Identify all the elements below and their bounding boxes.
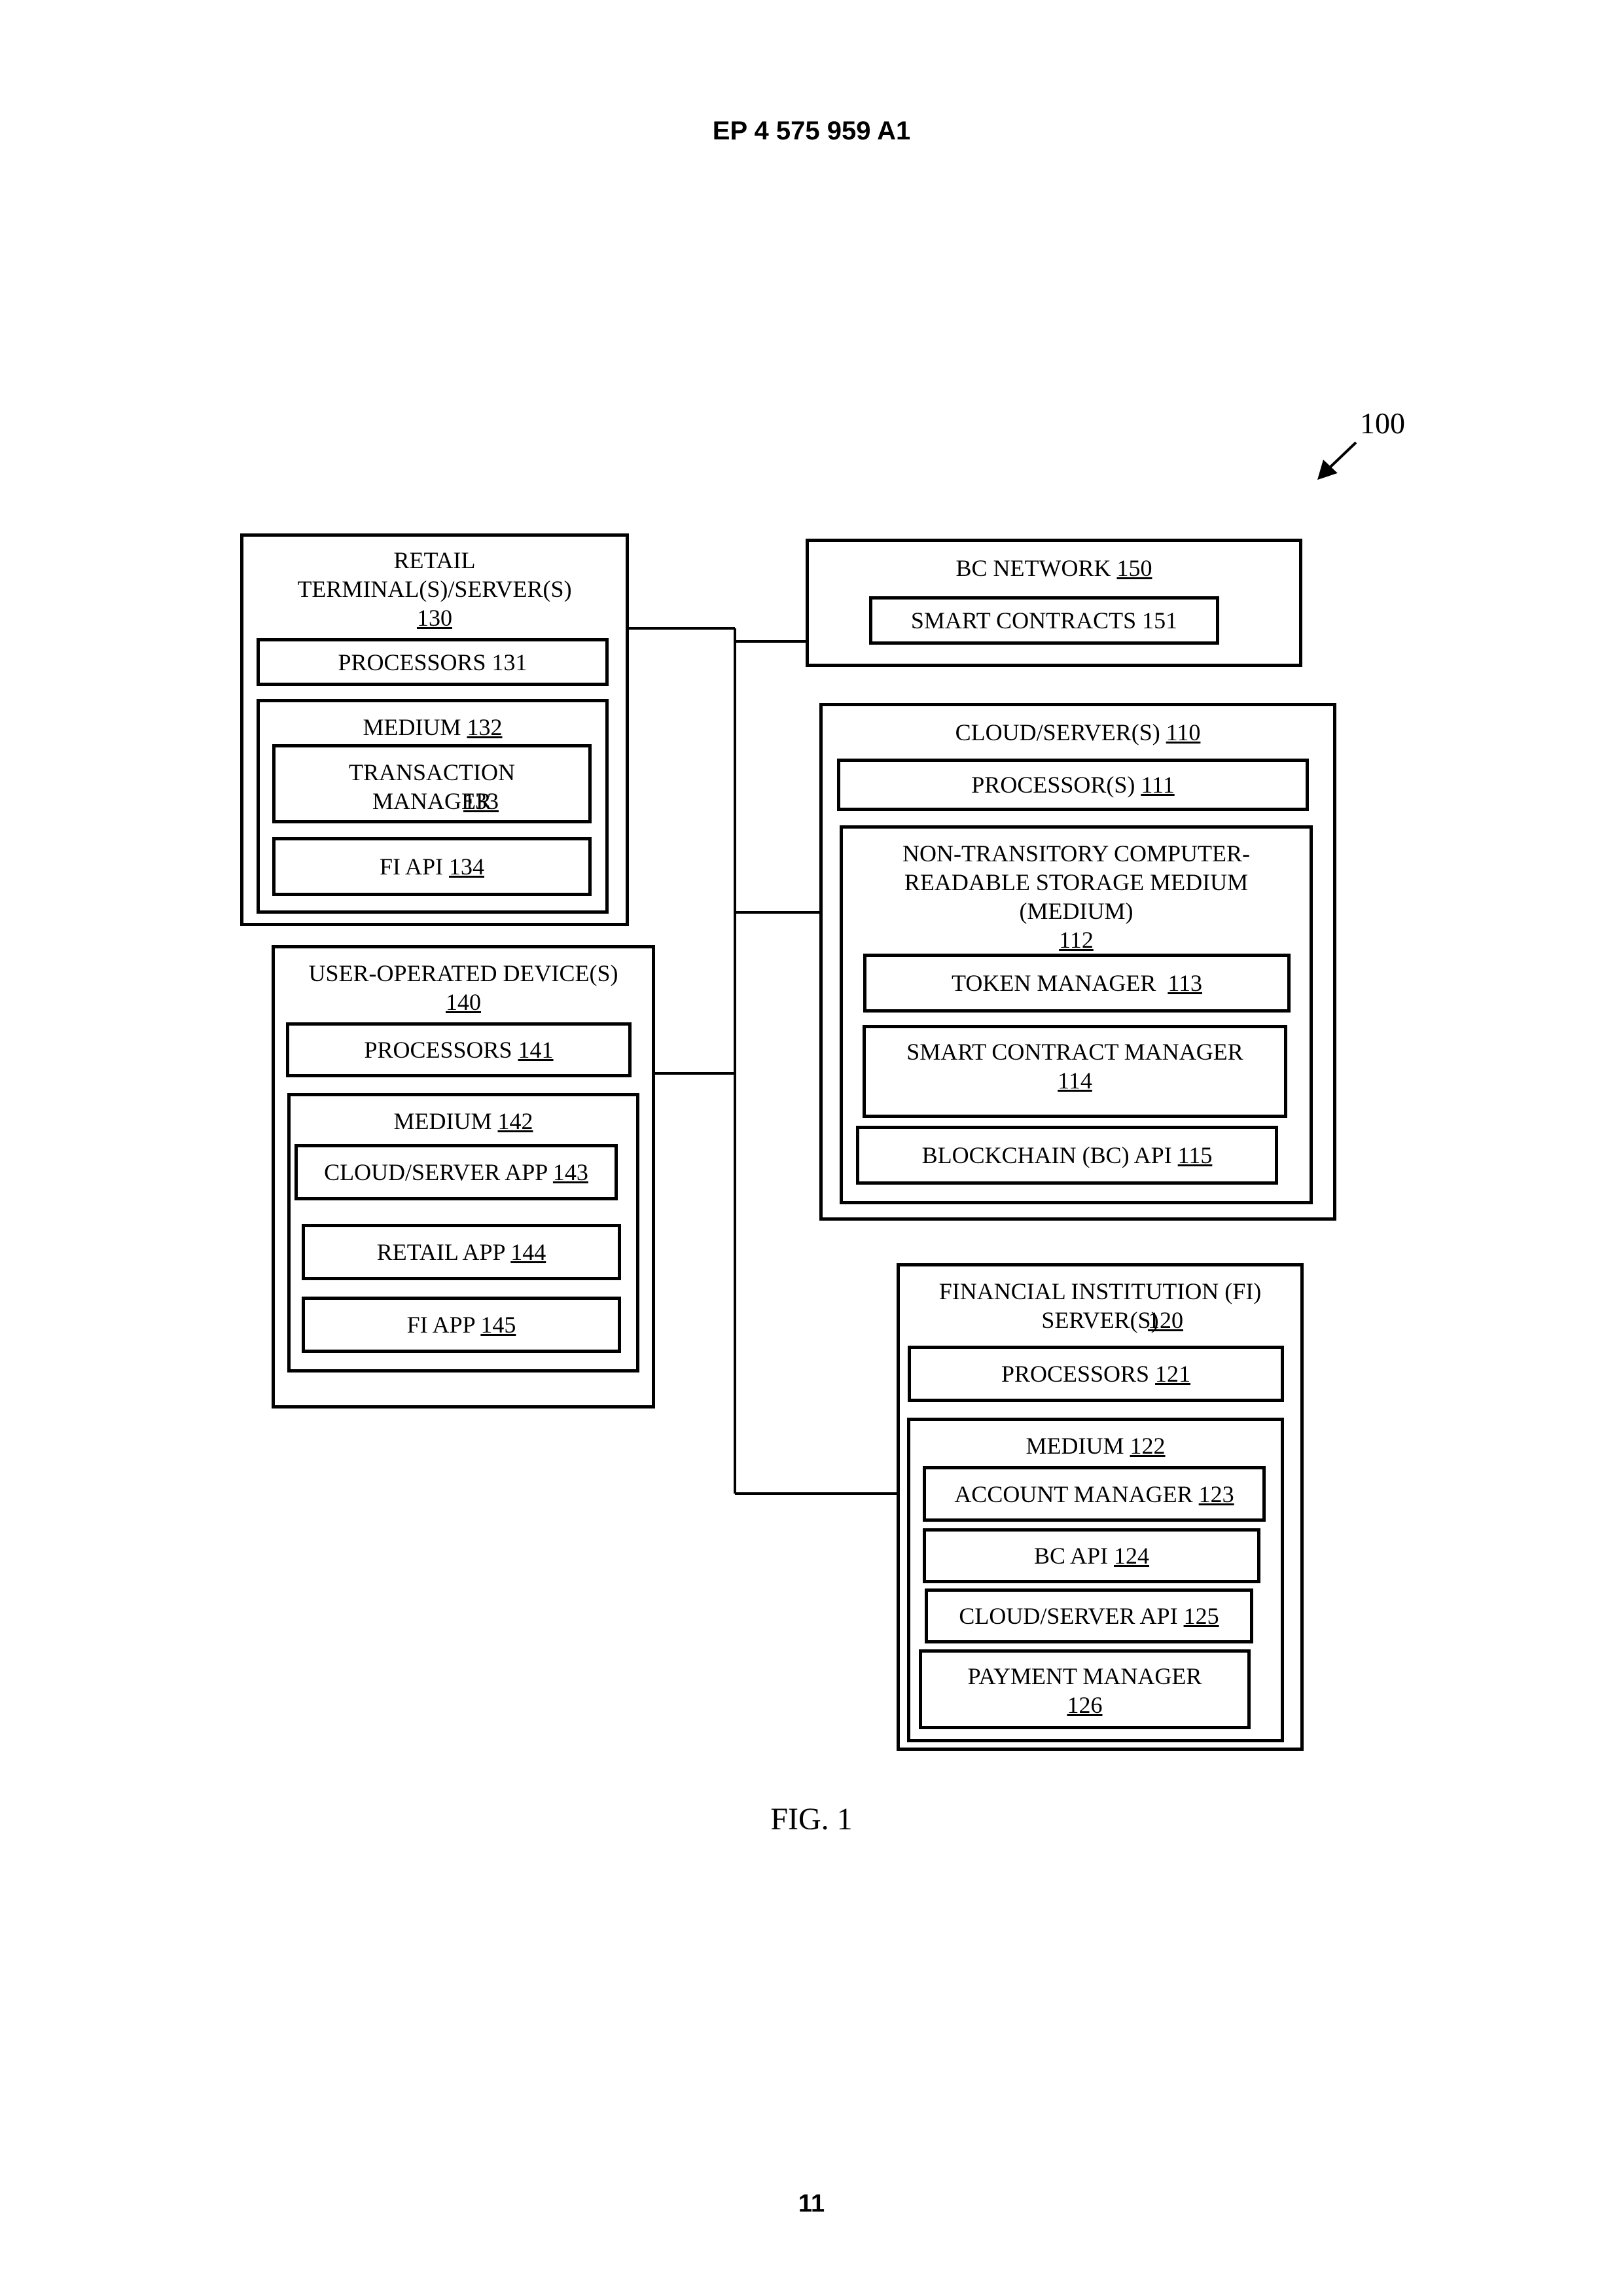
smart-contracts-box: SMART CONTRACTS 151 <box>869 596 1219 645</box>
account-manager-label: ACCOUNT MANAGER <box>954 1481 1192 1507</box>
user-medium-ref: 142 <box>498 1108 533 1134</box>
fi-processors-ref: 121 <box>1155 1361 1190 1387</box>
smart-contract-manager-label: SMART CONTRACT MANAGER <box>866 1037 1284 1066</box>
user-device-title: USER-OPERATED DEVICE(S) <box>275 959 652 988</box>
fi-app-ref: 145 <box>480 1312 516 1338</box>
smart-contract-manager-ref: 114 <box>1058 1067 1092 1094</box>
account-manager-ref: 123 <box>1199 1481 1234 1507</box>
user-medium-label: MEDIUM <box>394 1108 492 1134</box>
user-processors-ref: 141 <box>518 1037 554 1063</box>
smart-contract-manager-box: SMART CONTRACT MANAGER 114 <box>863 1025 1287 1118</box>
fi-api-ref: 134 <box>449 853 484 880</box>
figure-caption: FIG. 1 <box>0 1801 1623 1837</box>
payment-manager-ref: 126 <box>1067 1692 1103 1718</box>
fi-api-box: FI API 134 <box>272 837 592 896</box>
bc-network-title: BC NETWORK <box>956 555 1111 581</box>
retail-medium-ref: 132 <box>467 714 503 740</box>
retail-app-ref: 144 <box>510 1239 546 1265</box>
cloud-server-api-ref: 125 <box>1184 1603 1219 1629</box>
fi-app-label: FI APP <box>407 1312 475 1338</box>
blockchain-api-label: BLOCKCHAIN (BC) API <box>922 1142 1172 1168</box>
cloud-server-ref: 110 <box>1166 719 1201 745</box>
reference-arrow-line <box>1327 442 1356 470</box>
retail-terminal-ref: 130 <box>417 605 452 631</box>
account-manager-box: ACCOUNT MANAGER 123 <box>923 1466 1266 1522</box>
smart-contracts-label: SMART CONTRACTS 151 <box>911 606 1177 635</box>
cloud-server-api-label: CLOUD/SERVER API <box>959 1603 1177 1629</box>
transaction-manager-box: TRANSACTION MANAGER 133 <box>272 744 592 823</box>
cloud-processors-label: PROCESSOR(S) <box>971 772 1135 798</box>
cloud-medium-label: NON-TRANSITORY COMPUTER- READABLE STORAG… <box>843 839 1310 925</box>
page-number: 11 <box>0 2190 1623 2218</box>
fi-api-label: FI API <box>380 853 443 880</box>
cloud-server-title: CLOUD/SERVER(S) <box>955 719 1160 745</box>
fi-processors-label: PROCESSORS <box>1001 1361 1149 1387</box>
fi-medium-label: MEDIUM <box>1026 1433 1124 1459</box>
fi-processors-box: PROCESSORS 121 <box>908 1346 1284 1402</box>
bc-network-ref: 150 <box>1117 555 1152 581</box>
blockchain-api-ref: 115 <box>1178 1142 1213 1168</box>
retail-medium-label: MEDIUM <box>363 714 461 740</box>
token-manager-label: TOKEN MANAGER <box>952 970 1156 996</box>
fi-medium-ref: 122 <box>1130 1433 1166 1459</box>
retail-processors-box: PROCESSORS 131 <box>257 638 609 686</box>
retail-terminal-title: RETAIL TERMINAL(S)/SERVER(S) <box>243 546 626 603</box>
user-device-ref: 140 <box>446 989 481 1015</box>
cloud-server-api-box: CLOUD/SERVER API 125 <box>925 1588 1253 1643</box>
payment-manager-label: PAYMENT MANAGER <box>922 1662 1247 1691</box>
payment-manager-box: PAYMENT MANAGER 126 <box>919 1649 1251 1729</box>
retail-processors-label: PROCESSORS 131 <box>338 648 527 677</box>
cloud-medium-ref: 112 <box>1059 927 1094 953</box>
cloud-server-app-ref: 143 <box>553 1159 588 1185</box>
retail-app-box: RETAIL APP 144 <box>302 1224 621 1280</box>
cloud-server-app-box: CLOUD/SERVER APP 143 <box>294 1144 618 1200</box>
blockchain-api-box: BLOCKCHAIN (BC) API 115 <box>856 1126 1278 1185</box>
cloud-processors-box: PROCESSOR(S) 111 <box>837 759 1309 811</box>
token-manager-ref: 113 <box>1168 970 1202 996</box>
retail-app-label: RETAIL APP <box>377 1239 505 1265</box>
fi-server-ref: 120 <box>1148 1307 1183 1333</box>
token-manager-box: TOKEN MANAGER 113 <box>863 954 1291 1013</box>
fi-bc-api-ref: 124 <box>1114 1543 1149 1569</box>
cloud-processors-ref: 111 <box>1141 772 1174 798</box>
transaction-manager-ref: 133 <box>463 788 499 814</box>
fi-bc-api-box: BC API 124 <box>923 1528 1260 1583</box>
fi-bc-api-label: BC API <box>1034 1543 1108 1569</box>
cloud-server-app-label: CLOUD/SERVER APP <box>324 1159 547 1185</box>
user-processors-label: PROCESSORS <box>364 1037 512 1063</box>
fi-app-box: FI APP 145 <box>302 1297 621 1353</box>
user-processors-box: PROCESSORS 141 <box>286 1022 632 1077</box>
